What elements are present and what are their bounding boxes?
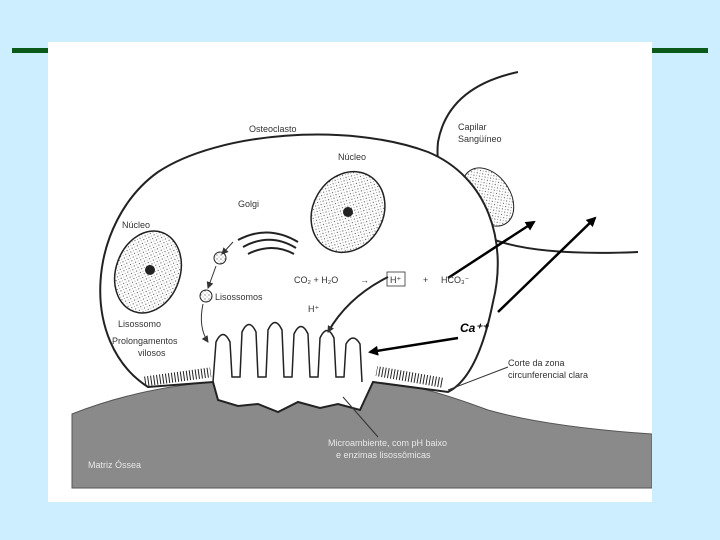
label-reaction-co2: CO₂ + H₂O: [294, 275, 338, 285]
label-lisossomo: Lisossomo: [118, 319, 161, 329]
label-reaction-arrow: →: [360, 275, 369, 285]
label-golgi: Golgi: [238, 199, 259, 209]
label-microambiente-2: e enzimas lisossômicas: [336, 450, 431, 460]
label-prolongamentos-2: vilosos: [138, 348, 166, 358]
label-corte-2: circunferencial clara: [508, 370, 588, 380]
decorative-bar-left: [12, 48, 52, 53]
label-capilar-1: Capilar: [458, 122, 487, 132]
label-nucleo-left: Núcleo: [122, 220, 150, 230]
osteoclast-diagram: Osteoclasto Núcleo Golgi Núcleo Lisossom…: [48, 42, 652, 502]
label-calcium: Ca⁺⁺: [460, 321, 490, 335]
calcium-arrow-up-left: [447, 220, 536, 280]
lysosome-1: [213, 251, 227, 265]
label-lisossomos: Lisossomos: [215, 292, 263, 302]
label-microambiente-1: Microambiente, com pH baixo: [328, 438, 447, 448]
ruffled-border: [212, 321, 363, 383]
label-capilar-2: Sangüíneo: [458, 134, 502, 144]
sealing-zone-left: [142, 367, 212, 387]
label-reaction-hco3: HCO₃⁻: [441, 275, 470, 285]
label-corte-1: Corte da zona: [508, 358, 565, 368]
label-reaction-h: H⁺: [390, 275, 401, 285]
calcium-arrow-up-right: [497, 216, 597, 313]
label-nucleo-top: Núcleo: [338, 152, 366, 162]
lysosome-2: [199, 289, 213, 303]
calcium-arrow-left: [368, 336, 459, 356]
label-prolongamentos-1: Prolongamentos: [112, 336, 178, 346]
label-h-plus: H⁺: [308, 304, 319, 314]
label-matriz-ossea: Matriz Óssea: [88, 460, 141, 470]
label-osteoclasto: Osteoclasto: [249, 124, 297, 134]
decorative-bar-right: [648, 48, 708, 53]
osteoclast-illustration: Osteoclasto Núcleo Golgi Núcleo Lisossom…: [71, 71, 652, 489]
sealing-zone-right: [375, 366, 445, 388]
label-reaction-plus: +: [423, 275, 428, 285]
